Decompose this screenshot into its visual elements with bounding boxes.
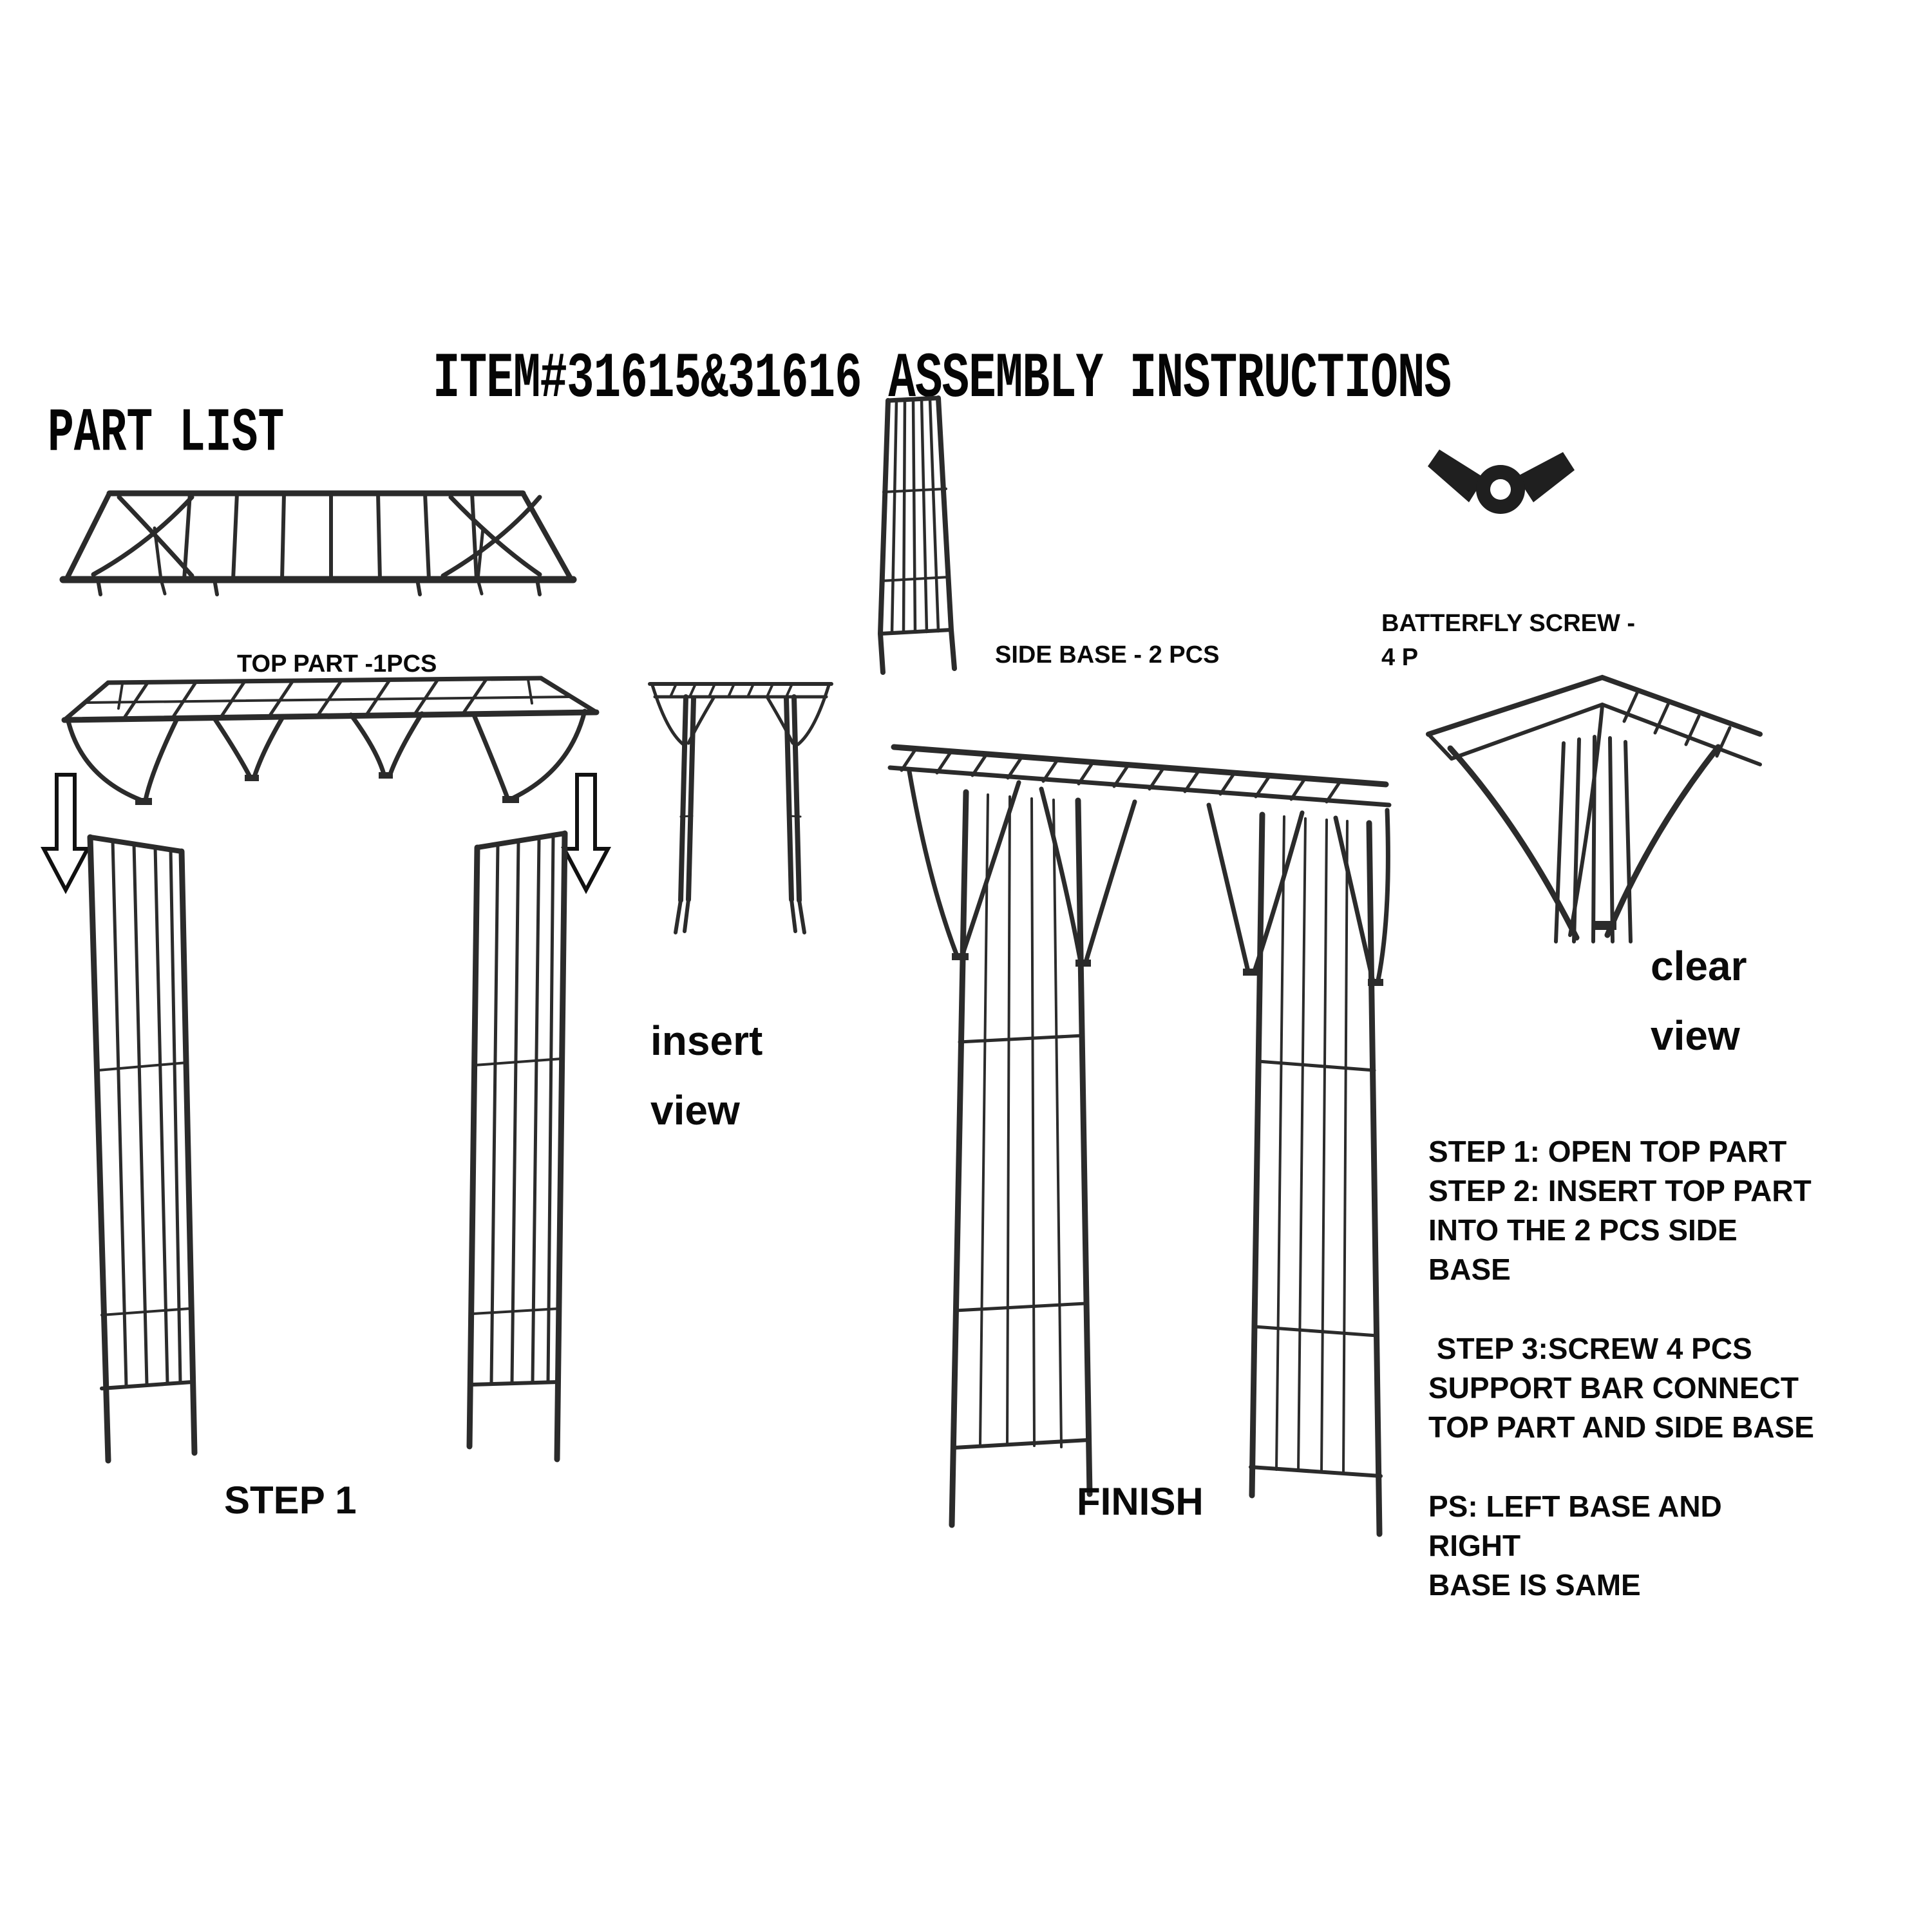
- top-part-figure: [59, 490, 577, 596]
- butterfly-screw-label: BATTERFLY SCREW - 4 P: [1381, 610, 1636, 672]
- finish-arch-figure: [887, 744, 1392, 1537]
- instruction-line: STEP 1: OPEN TOP PART: [1428, 1135, 1787, 1168]
- side-base-left-figure: [87, 834, 198, 1464]
- instruction-line: STEP 3:SCREW 4 PCS: [1428, 1332, 1752, 1365]
- down-arrow-icon: [41, 773, 91, 895]
- instruction-line: INTO THE 2 PCS SIDE BASE: [1428, 1213, 1746, 1286]
- insert-view-figure: [648, 682, 833, 934]
- butterfly-screw-icon: [1428, 450, 1575, 514]
- instruction-line: PS: LEFT BASE AND RIGHT: [1428, 1490, 1730, 1562]
- top-part-opened-figure: [61, 676, 600, 805]
- down-arrow-icon: [561, 773, 611, 895]
- instruction-line: SUPPORT BAR CONNECT: [1428, 1371, 1799, 1405]
- instruction-line: BASE IS SAME: [1428, 1568, 1641, 1602]
- part-list-heading: PART LIST: [48, 399, 285, 469]
- finish-label: FINISH: [1077, 1480, 1204, 1523]
- side-base-figure: [877, 395, 957, 675]
- insert-view-label: insert view: [650, 1018, 763, 1133]
- page-title: ITEM#31615&31616 ASSEMBLY INSTRUCTIONS: [433, 344, 1452, 416]
- step1-label: STEP 1: [224, 1479, 357, 1522]
- side-base-right-figure: [466, 830, 568, 1463]
- side-base-label: SIDE BASE - 2 PCS: [995, 641, 1220, 668]
- clear-view-figure: [1426, 674, 1763, 943]
- instruction-line: STEP 2: INSERT TOP PART: [1428, 1174, 1812, 1208]
- clear-view-label: clear view: [1651, 943, 1747, 1059]
- instruction-line: TOP PART AND SIDE BASE: [1428, 1410, 1814, 1444]
- top-part-label: TOP PART -1PCS: [237, 650, 437, 677]
- assembly-steps-text: STEP 1: OPEN TOP PART STEP 2: INSERT TOP…: [1428, 1132, 1815, 1605]
